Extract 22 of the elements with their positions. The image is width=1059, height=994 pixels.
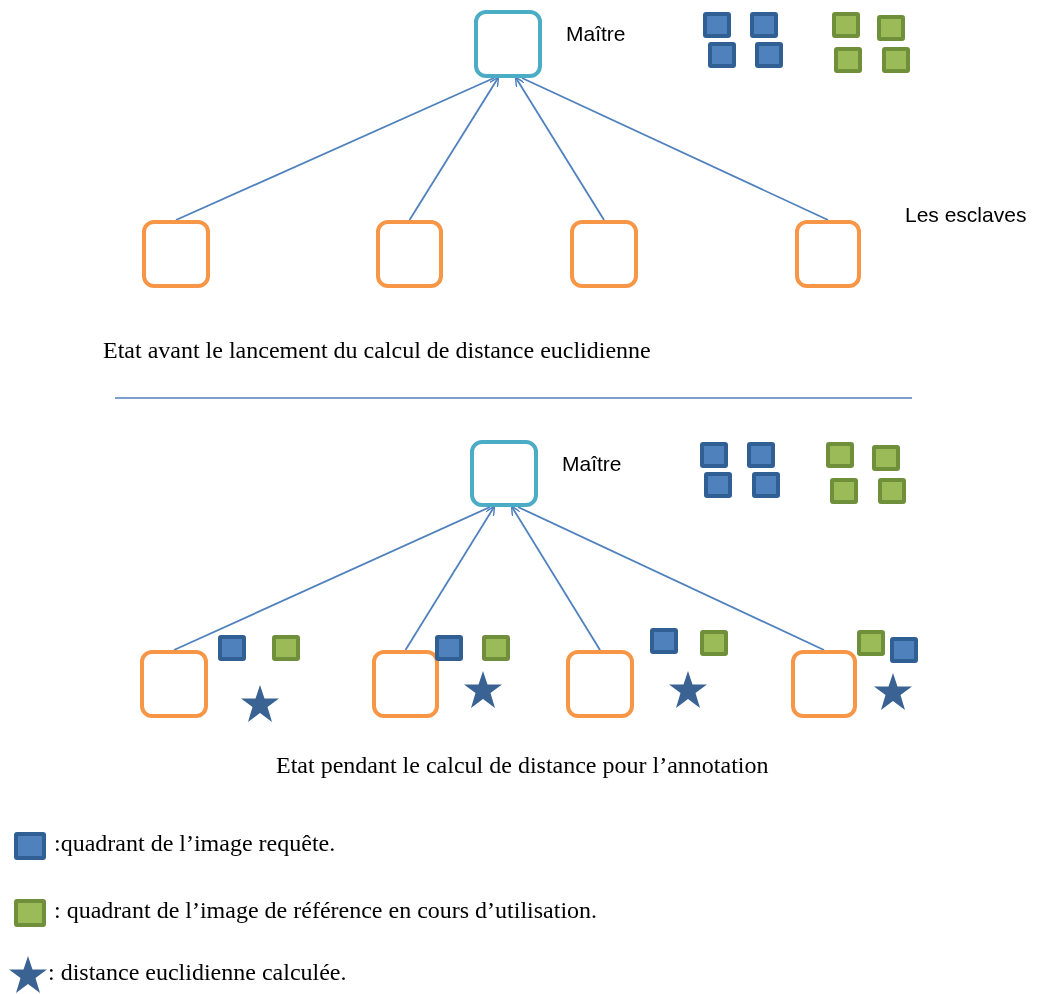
master-box: [470, 440, 538, 507]
arrow: [514, 76, 605, 221]
master-box: [474, 10, 542, 78]
slave-box: [376, 220, 443, 288]
legend-text: : distance euclidienne calculée.: [48, 959, 347, 986]
slave-box: [566, 650, 634, 718]
arrow: [408, 76, 500, 221]
arrow: [510, 505, 601, 651]
caption-text: Etat pendant le calcul de distance pour l’annotation: [276, 752, 769, 779]
caption-text: Etat avant le lancement du calcul de distance euclidienne: [103, 337, 651, 364]
slave-box: [795, 220, 861, 288]
slave-box: [142, 220, 210, 288]
node-label: Maître: [566, 22, 626, 46]
arrow: [404, 505, 496, 651]
node-label: Maître: [562, 452, 622, 476]
slave-box: [372, 650, 439, 718]
group-label: Les esclaves: [905, 203, 1027, 227]
slave-box: [140, 650, 208, 718]
slave-box: [791, 650, 857, 718]
slave-box: [570, 220, 638, 288]
legend-text: : quadrant de l’image de référence en cours d’utilisation.: [54, 897, 598, 924]
legend-text: :quadrant de l’image requête.: [54, 830, 336, 857]
